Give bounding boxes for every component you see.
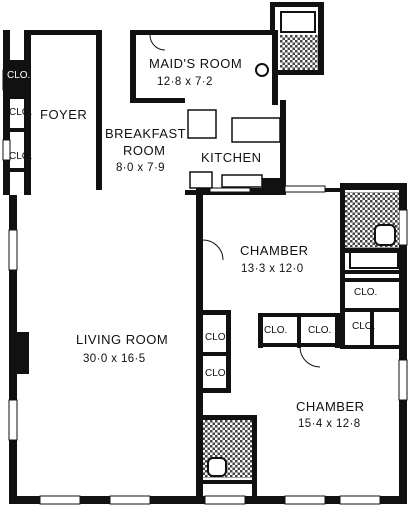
doors [149,34,321,368]
living-room-dims: 30·0 x 16·5 [83,353,146,365]
living-room-label: LIVING ROOM [76,332,169,347]
storage-closet [3,64,31,95]
breakfast-room-label-2: ROOM [123,143,166,158]
bathrooms [203,11,399,478]
kitchen-label: KITCHEN [201,150,262,165]
closet-label: CLO. [9,151,33,162]
closet-label: CLO. [264,325,288,336]
chamber-2-dims: 15·4 x 12·8 [298,418,361,430]
closet-label: CLO. [9,107,33,118]
chamber-2-label: CHAMBER [296,399,365,414]
breakfast-room-dims: 8·0 x 7·9 [116,162,165,174]
breakfast-room-label: BREAKFAST [105,126,187,141]
interior-walls [3,60,400,500]
closet-label: CLO. [308,325,332,336]
maids-room-label: MAID'S ROOM [149,56,243,71]
chamber-1-label: CHAMBER [240,243,309,258]
closet-label: CLO. [354,287,378,298]
foyer-label: FOYER [40,107,88,122]
closet-label: CLO. [352,321,376,332]
kitchen-fixtures [187,109,281,189]
closet-label: CLO. [205,368,229,379]
chamber-1-dims: 13·3 x 12·0 [241,263,304,275]
closet-label: CLO. [7,70,31,81]
closet-label: CLO. [205,332,229,343]
maids-room-dims: 12·8 x 7·2 [157,76,213,88]
